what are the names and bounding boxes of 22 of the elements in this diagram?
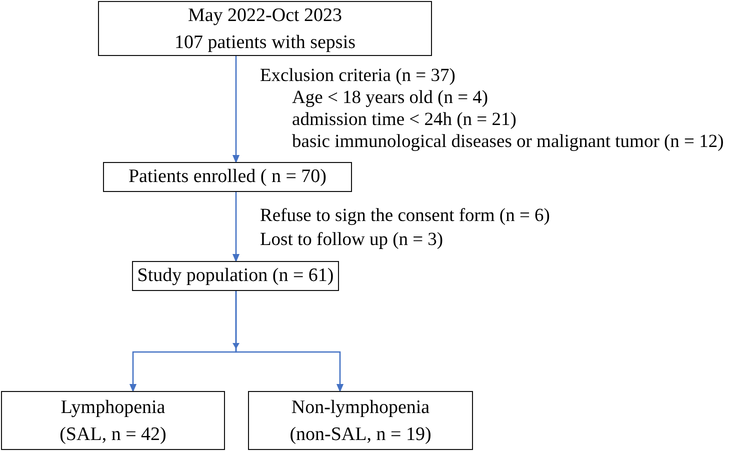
box-label: Study population (n = 61) — [137, 264, 334, 288]
exclusion-note: Exclusion criteria (n = 37) — [260, 66, 456, 87]
arrow — [235, 291, 344, 392]
exclusion-note: admission time < 24h (n = 21) — [292, 110, 516, 131]
box-label: Non-lymphopenia — [291, 396, 430, 420]
exclusion-note: Lost to follow up (n = 3) — [260, 230, 444, 251]
process-box — [1, 391, 225, 450]
process-box — [132, 261, 339, 291]
exclusion-note: Age < 18 years old (n = 4) — [292, 88, 488, 109]
process-box — [98, 1, 432, 56]
exclusion-note: basic immunological diseases or malignant tumor (n = 12) — [292, 132, 724, 153]
box-label: (SAL, n = 42) — [60, 422, 166, 446]
box-label: Lymphopenia — [60, 396, 166, 420]
arrow — [232, 56, 240, 162]
process-box — [103, 162, 352, 192]
box-label: Patients enrolled ( n = 70) — [128, 165, 327, 189]
exclusion-note: Refuse to sign the consent form (n = 6) — [260, 206, 550, 227]
box-label: May 2022-Oct 2023 — [188, 4, 342, 28]
box-label: 107 patients with sepsis — [174, 30, 356, 54]
arrow — [232, 192, 240, 262]
process-box — [248, 391, 473, 450]
box-label: (non-SAL, n = 19) — [290, 422, 432, 446]
